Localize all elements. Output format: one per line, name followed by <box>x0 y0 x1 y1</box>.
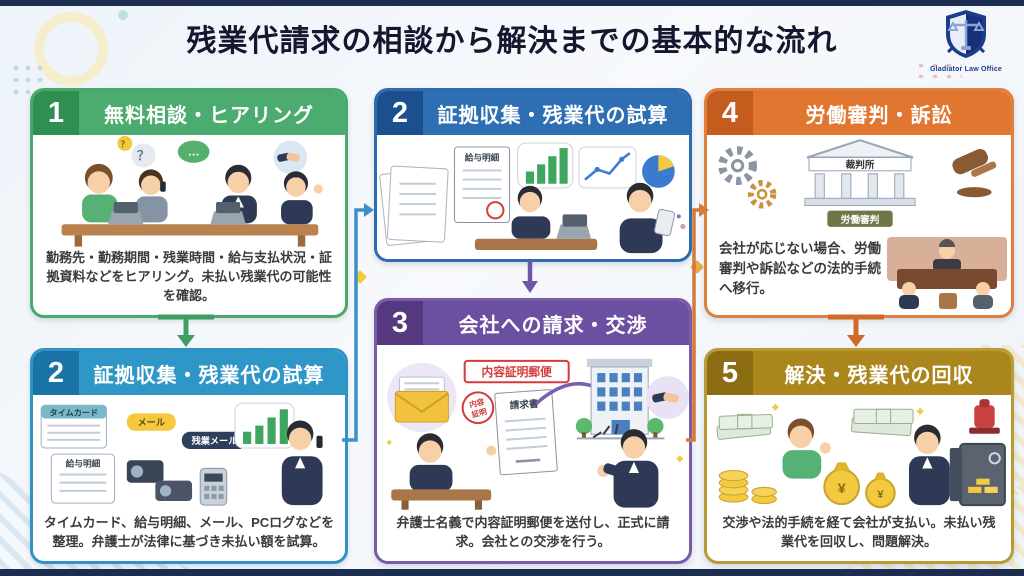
banknotes-icon <box>716 413 773 440</box>
step-1-caption: 勤務先・勤務期間・残業時間・給与支払状況・証拠資料などをヒアリング。未払い残業代… <box>45 250 332 304</box>
payslip-doc-label: 給与明細 <box>465 151 500 162</box>
step-title: 解決・残業代の回収 <box>784 364 974 387</box>
coins-icon <box>718 469 777 505</box>
labor-tribunal-sign: 労働審判 <box>841 213 880 226</box>
step-number: 1 <box>33 91 79 135</box>
step-2-header: 2 証拠収集・残業代の試算 <box>33 351 345 395</box>
step-title: 労働審判・訴訟 <box>805 104 953 127</box>
step-box-4: 4 労働審判・訴訟 裁判所 労働 <box>704 88 1014 318</box>
money-bag-icon: ¥ <box>823 462 861 506</box>
certified-stamp-icon: 内容 証明 <box>461 391 495 425</box>
consultation-illustration: ？ ？ … <box>33 135 345 248</box>
certified-mail-label: 内容証明郵便 <box>482 365 553 379</box>
arrow-step2-to-step3 <box>522 261 538 293</box>
invoice-label: 請求書 <box>509 397 539 412</box>
step-5-caption: 交渉や法的手続を経て会社が支払い。未払い残業代を回収し、問題解決。 <box>722 515 996 550</box>
step-box-1: 1 無料相談・ヒアリング ？ ？ … <box>30 88 348 318</box>
step-4-header: 4 労働審判・訴訟 <box>707 91 1011 135</box>
step-5-header: 5 解決・残業代の回収 <box>707 351 1011 395</box>
top-border-bar <box>0 0 1024 6</box>
sparkle-icon <box>689 259 705 275</box>
envelope-icon <box>394 390 449 423</box>
law-office-logo: Gladiator Law Office <box>924 8 1008 73</box>
step-box-2: 2 証拠収集・残業代の試算 タイムカード 給与明細 メール 残業メール <box>30 348 348 564</box>
logo-text: Gladiator Law Office <box>929 66 1003 73</box>
svg-text:内容: 内容 <box>468 396 486 409</box>
timecard-label: タイムカード <box>49 407 98 417</box>
calculation-illustration: 給与明細 <box>377 135 689 259</box>
money-bag-icon: ¥ <box>865 472 896 509</box>
svg-text:¥: ¥ <box>877 489 884 501</box>
gavel-icon <box>952 148 997 198</box>
step-title: 証拠収集・残業代の試算 <box>93 364 325 387</box>
svg-text:証明: 証明 <box>471 406 489 419</box>
svg-text:¥: ¥ <box>838 481 846 497</box>
step-2b-header: 2 証拠収集・残業代の試算 <box>377 91 689 135</box>
step-number: 5 <box>707 351 753 395</box>
calculator-icon <box>654 208 675 237</box>
gear-icon <box>718 146 757 186</box>
arrow-step1-to-step2 <box>158 314 214 347</box>
arrow-step4-to-step5 <box>828 314 884 347</box>
step-number: 4 <box>707 91 753 135</box>
step-3-header: 3 会社への請求・交渉 <box>377 301 689 345</box>
line-chart-bubble <box>578 146 637 189</box>
stamp-icon <box>969 399 1000 434</box>
courthouse-icon <box>806 139 914 159</box>
step-4-caption: 会社が応じない場合、労働審判や訴訟などの法的手続へ移行。 <box>719 240 881 297</box>
recovery-illustration: ¥ ¥ <box>707 395 1011 513</box>
safe-icon <box>949 442 1006 507</box>
evidence-illustration: タイムカード 給与明細 メール 残業メール <box>33 395 345 513</box>
step-number: 2 <box>33 351 79 395</box>
step-title: 無料相談・ヒアリング <box>104 104 314 127</box>
question-bubble: ？ <box>137 148 150 163</box>
overtime-mail-tag: 残業メール <box>192 435 238 446</box>
step-1-header: 1 無料相談・ヒアリング <box>33 91 345 135</box>
ellipsis-bubble: … <box>188 144 200 158</box>
step-3-caption: 弁護士名義で内容証明郵便を送付し、正式に請求。会社との交渉を行う。 <box>396 515 670 550</box>
step-title: 会社への請求・交渉 <box>458 314 648 337</box>
sparkle-icon <box>352 269 368 285</box>
step-number: 2 <box>377 91 423 135</box>
banknotes-icon <box>851 408 914 437</box>
demand-negotiation-illustration: 内容証明郵便 内容 証明 請求書 <box>377 345 689 513</box>
step-box-3: 3 会社への請求・交渉 内容証明郵便 内容 証明 請求 <box>374 298 692 564</box>
step-number: 3 <box>377 301 423 345</box>
step-box-2b: 2 証拠収集・残業代の試算 給与明細 <box>374 88 692 262</box>
mail-tag: メール <box>138 418 165 428</box>
question-bubble-small: ？ <box>121 139 129 149</box>
shield-scales-icon <box>946 10 986 58</box>
payslip-label: 給与明細 <box>66 457 101 468</box>
courtroom-illustration <box>883 231 1011 313</box>
bottom-border-bar <box>0 569 1024 576</box>
page-title: 残業代請求の相談から解決までの基本的な流れ <box>186 25 838 58</box>
step-box-5: 5 解決・残業代の回収 <box>704 348 1014 564</box>
step-2-caption: タイムカード、給与明細、メール、PCログなどを整理。弁護士が法律に基づき未払い額… <box>43 515 335 550</box>
courthouse-label: 裁判所 <box>846 158 875 171</box>
tribunal-illustration: 裁判所 労働審判 <box>707 135 1011 229</box>
step-title: 証拠収集・残業代の試算 <box>437 104 669 127</box>
